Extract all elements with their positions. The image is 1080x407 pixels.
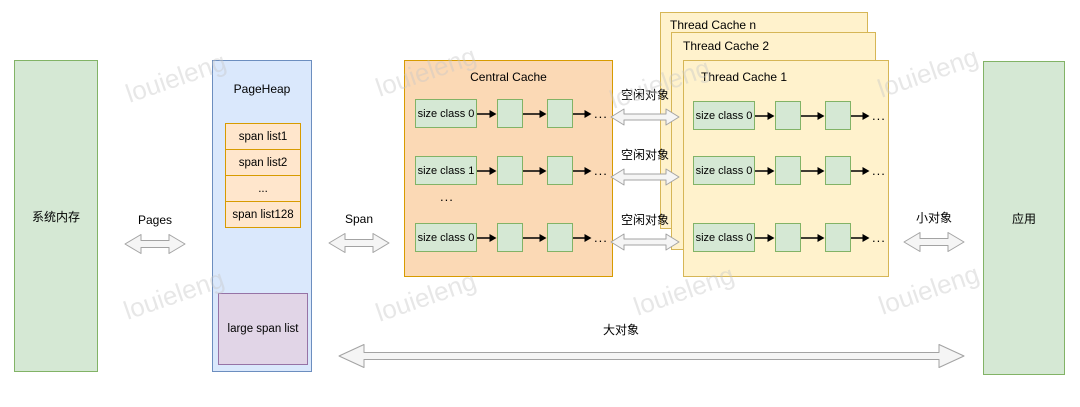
size-class-row: size class 0 ... (693, 156, 886, 185)
free-objects-label: 空闲对象 (620, 213, 669, 227)
pages-double-arrow-icon (124, 234, 186, 254)
chain-arrow-icon (523, 109, 547, 118)
span-list-item: span list1 (225, 123, 301, 150)
pages-label: Pages (137, 213, 173, 227)
small-object-double-arrow-icon (903, 232, 965, 252)
chain-arrow-icon (573, 109, 592, 118)
size-class-row: size class 0 ... (415, 99, 608, 128)
watermark: louieleng (874, 258, 983, 321)
chain-arrow-icon (851, 233, 870, 242)
free-objects-label: 空闲对象 (620, 148, 669, 162)
object-node (775, 223, 801, 252)
object-node (497, 223, 523, 252)
span-list-item: span list2 (225, 149, 301, 176)
small-object-link: 小对象 (901, 211, 967, 253)
size-class-row: size class 0 ... (415, 223, 608, 252)
chain-arrow-icon (573, 233, 592, 242)
small-object-label: 小对象 (915, 211, 952, 225)
row-ellipsis: ... (594, 106, 608, 121)
size-class-label: size class 1 (415, 156, 477, 185)
size-class-label: size class 0 (693, 223, 755, 252)
free-objects-label: 空闲对象 (620, 88, 669, 102)
chain-arrow-icon (477, 166, 497, 175)
span-list-ellipsis: ... (225, 175, 301, 202)
application-box: 应用 (983, 61, 1065, 375)
object-node (547, 156, 573, 185)
application-label: 应用 (1011, 211, 1036, 226)
object-node (497, 99, 523, 128)
free-objects-link: 空闲对象 (609, 148, 681, 186)
span-list-item: span list128 (225, 201, 301, 228)
row-ellipsis: ... (872, 230, 886, 245)
span-list-stack: span list1 span list2 ... span list128 (225, 123, 301, 228)
thread-cache-n-title: Thread Cache n (670, 18, 757, 32)
free-objects-link: 空闲对象 (609, 88, 681, 126)
row-ellipsis: ... (872, 108, 886, 123)
object-node (547, 99, 573, 128)
row-ellipsis: ... (872, 163, 886, 178)
span-link: Span (328, 212, 390, 254)
size-class-label: size class 0 (415, 99, 477, 128)
size-class-label: size class 0 (693, 156, 755, 185)
chain-arrow-icon (851, 166, 870, 175)
large-object-label: 大对象 (602, 323, 639, 337)
chain-arrow-icon (523, 166, 547, 175)
central-cache-box: Central Cache size class 0 ... size clas… (404, 60, 613, 277)
chain-arrow-icon (573, 166, 592, 175)
row-ellipsis: ... (594, 163, 608, 178)
chain-arrow-icon (755, 111, 775, 120)
size-class-row: size class 0 ... (693, 223, 886, 252)
chain-arrow-icon (477, 109, 497, 118)
chain-arrow-icon (801, 233, 825, 242)
free-objects-double-arrow-icon (610, 233, 680, 251)
size-class-row: size class 0 ... (693, 101, 886, 130)
large-span-list-box: large span list (218, 293, 308, 365)
central-cache-title: Central Cache (470, 70, 547, 84)
object-node (497, 156, 523, 185)
pageheap-title: PageHeap (233, 82, 291, 96)
pageheap-box: PageHeap span list1 span list2 ... span … (212, 60, 312, 372)
size-class-label: size class 0 (693, 101, 755, 130)
object-node (825, 156, 851, 185)
size-class-label: size class 0 (415, 223, 477, 252)
chain-arrow-icon (755, 166, 775, 175)
chain-arrow-icon (755, 233, 775, 242)
chain-arrow-icon (523, 233, 547, 242)
chain-arrow-icon (801, 111, 825, 120)
row-ellipsis: ... (594, 230, 608, 245)
object-node (825, 223, 851, 252)
object-node (775, 156, 801, 185)
free-objects-double-arrow-icon (610, 108, 680, 126)
chain-arrow-icon (851, 111, 870, 120)
object-node (775, 101, 801, 130)
free-objects-link: 空闲对象 (609, 213, 681, 251)
thread-cache-1-box: Thread Cache 1 size class 0 ... size cla… (683, 60, 889, 277)
pages-link: Pages (122, 213, 188, 255)
watermark: louieleng (873, 41, 982, 104)
thread-cache-1-title: Thread Cache 1 (701, 70, 788, 84)
object-node (547, 223, 573, 252)
large-object-double-arrow-icon (338, 344, 965, 368)
large-span-list-label: large span list (227, 323, 299, 335)
span-double-arrow-icon (328, 233, 390, 253)
size-class-row: size class 1 ... (415, 156, 608, 185)
object-node (825, 101, 851, 130)
free-objects-double-arrow-icon (610, 168, 680, 186)
system-memory-box: 系统内存 (14, 60, 98, 372)
span-label: Span (344, 212, 374, 226)
rows-ellipsis: ... (440, 189, 454, 204)
system-memory-label: 系统内存 (31, 209, 80, 224)
chain-arrow-icon (801, 166, 825, 175)
chain-arrow-icon (477, 233, 497, 242)
thread-cache-2-title: Thread Cache 2 (683, 39, 770, 53)
